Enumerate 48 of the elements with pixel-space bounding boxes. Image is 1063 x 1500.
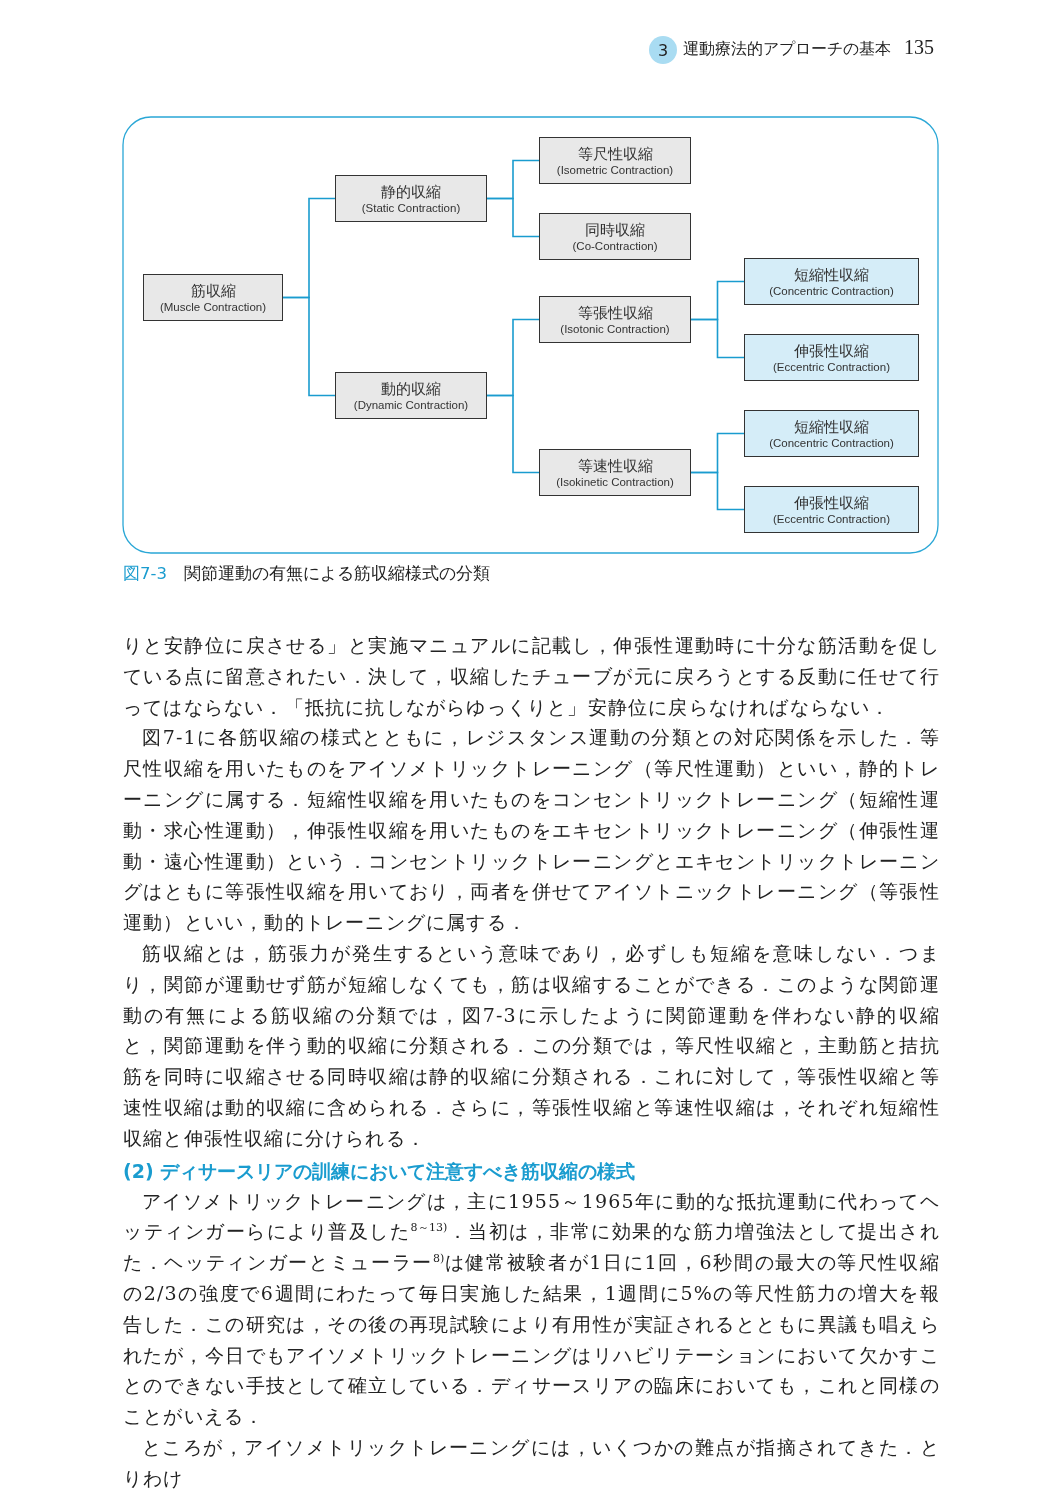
english-name: (Eccentric Contraction) bbox=[773, 511, 890, 526]
english-name: (Isotonic Contraction) bbox=[560, 321, 670, 336]
english-name: (Dynamic Contraction) bbox=[353, 397, 469, 412]
category-box bbox=[744, 258, 919, 305]
category-name: 等速性収縮 bbox=[577, 456, 653, 475]
connector-line bbox=[282, 296, 336, 397]
english-name: (Isokinetic Contraction) bbox=[556, 474, 674, 489]
category-name: 伸張性収縮 bbox=[794, 341, 869, 360]
english-name: (Static Contraction) bbox=[361, 200, 461, 215]
category-name: 伸張性収縮 bbox=[794, 493, 869, 512]
category-box bbox=[539, 449, 691, 496]
category-name: 筋収縮 bbox=[190, 281, 236, 300]
english-name: (Isometric Contraction) bbox=[556, 162, 674, 177]
english-name: (Eccentric Contraction) bbox=[773, 359, 890, 374]
category-box bbox=[744, 486, 919, 533]
category-box bbox=[539, 213, 691, 260]
category-name: 短縮性収縮 bbox=[794, 417, 869, 436]
category-name: 等尺性収縮 bbox=[577, 144, 653, 163]
category-box bbox=[335, 372, 487, 419]
category-box bbox=[539, 137, 691, 184]
category-name: 動的収縮 bbox=[381, 379, 441, 398]
connector-line bbox=[690, 471, 745, 511]
body-paragraph: 筋収縮とは，筋張力が発生するという意味であり，必ずしも短縮を意味しない．つまり，関節が運動せず筋が短縮しなくても，筋は収縮することができる．このような関節運動の有無による筋収縮の分類では，図7-3に示したように関節運動を伴わない静的収縮と，関節運動を伴う動的収縮に分類される．この分類では，等尺性収縮と，主動筋と拮抗筋を同時に収縮させる同時収縮は静的収縮に分類される．これに対して，等張性収縮と等速性収縮は動的収縮に含められる．さらに，等張性収縮と等速性収縮は，それぞれ短縮性収縮と伸張性収縮に分けられる． bbox=[123, 940, 940, 1151]
body-paragraph: 図7-1に各筋収縮の様式とともに，レジスタンス運動の分類との対応関係を示した．等尺性収縮を用いたものをアイソメトリックトレーニング（等尺性運動）といい，静的トレーニングに属する．短縮性収縮を用いたものをコンセントリックトレーニング（短縮性運動・求心性運動），伸張性収縮を用いたものをエキセントリックトレーニング（伸張性運動・遠心性運動）という．コンセントリックトレーニングとエキセントリックトレーニングはともに等張性収縮を用いており，両者を併せてアイソトニックトレーニング（等張性運動）といい，動的トレーニングに属する． bbox=[123, 725, 940, 936]
running-header: 運動療法的アプローチの基本 bbox=[683, 39, 891, 60]
body-paragraph: ところが，アイソメトリックトレーニングには，いくつかの難点が指摘されてきた．とりわけ bbox=[123, 1434, 940, 1491]
english-name: (Co-Contraction) bbox=[572, 238, 658, 253]
category-box bbox=[539, 296, 691, 343]
english-name: (Concentric Contraction) bbox=[769, 283, 894, 298]
body-paragraph: りと安静位に戻させる」と実施マニュアルに記載し，伸張性運動時に十分な筋活動を促している点に留意されたい．決して，収縮したチューブが元に戻ろうとする反動に任せて行ってはならない．「抵抗に抗しながらゆっくりと」安静位に戻らなければならない． bbox=[123, 633, 940, 720]
chapter-number-badge: 3 bbox=[649, 36, 677, 64]
connector-line bbox=[486, 394, 540, 474]
category-name: 静的収縮 bbox=[381, 182, 441, 201]
category-box bbox=[744, 334, 919, 381]
category-name: 同時収縮 bbox=[585, 220, 645, 239]
english-name: (Concentric Contraction) bbox=[769, 435, 894, 450]
connector-line bbox=[690, 318, 745, 359]
figure-caption: 図7-3 関節運動の有無による筋収縮様式の分類 bbox=[123, 563, 490, 585]
body-paragraph: アイソメトリックトレーニングは，主に1955～1965年に動的な抵抗運動に代わってヘッティンガーらにより普及した$^{8～13)}$．当初は，非常に効果的な筋力増強法として提出された．ヘッティンガーとミューラー$^{8)}$は健常被験者が1日に1回，6秒間の最大の等尺性収縮の2/3の強度で6週間にわたって毎日実施した結果，1週間に5%の等尺性筋力の増大を報告した．この研究は，その後の再現試験により有用性が実証されるとともに異議も唱えられたが，今日でもアイソメトリックトレーニングはリハビリテーションにおいて欠かすことのできない手技として確立している．ディサースリアの臨床においても，これと同様のことがいえる． bbox=[123, 1188, 940, 1430]
category-box bbox=[335, 175, 487, 222]
page-number: 135 bbox=[904, 36, 934, 59]
english-name: (Muscle Contraction) bbox=[159, 299, 267, 314]
connector-line bbox=[486, 197, 540, 238]
category-box bbox=[143, 274, 283, 321]
category-name: 短縮性収縮 bbox=[794, 265, 869, 284]
category-name: 等張性収縮 bbox=[577, 303, 653, 322]
section-heading: (2) ディサースリアの訓練において注意すべき筋収縮の様式 bbox=[123, 1158, 636, 1184]
category-box bbox=[744, 410, 919, 457]
